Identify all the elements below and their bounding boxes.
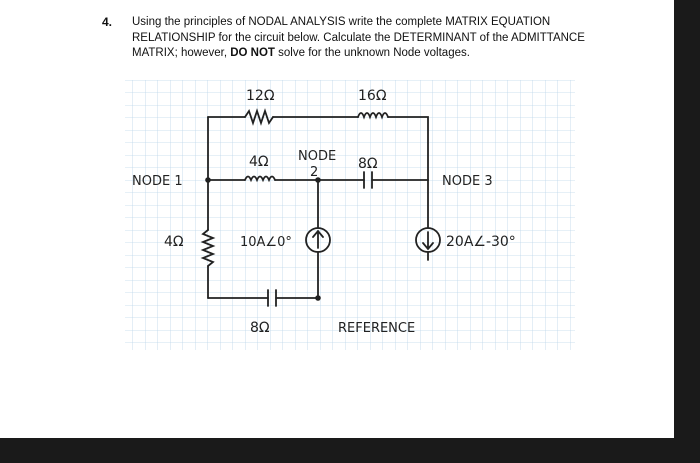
grid-background: [125, 80, 575, 350]
question-text-bold: DO NOT: [230, 47, 275, 60]
current-source-1-circle: [305, 227, 331, 253]
inductor-mid-coil: [244, 175, 276, 183]
label-reference: REFERENCE: [338, 321, 415, 336]
bottom-dark-border: [0, 438, 700, 463]
current-source-1-arrow-up: [312, 229, 324, 249]
resistor-12-zigzag: [244, 108, 274, 126]
label-node2-line1: NODE: [298, 149, 336, 164]
label-node2-line2: 2: [310, 165, 318, 180]
question-text: Using the principles of NODAL ANALYSIS w…: [132, 15, 602, 62]
label-12-ohm: 12Ω: [246, 88, 275, 104]
question-number: 4.: [102, 15, 113, 29]
label-node3: NODE 3: [442, 174, 493, 189]
resistor-left-zigzag: [200, 229, 216, 267]
question-text-part2: solve for the unknown Node voltages.: [274, 47, 470, 60]
current-source-2-arrow-down: [422, 231, 434, 251]
label-source-2: 20A∠-30°: [446, 234, 516, 250]
label-8-ohm-mid: 8Ω: [358, 156, 378, 172]
label-source-1: 10A∠0°: [240, 235, 292, 250]
reference-dot: [315, 295, 321, 301]
inductor-16-coil: [357, 112, 389, 120]
question-text-part1: Using the principles of NODAL ANALYSIS w…: [132, 16, 585, 60]
label-4-ohm-mid: 4Ω: [249, 154, 269, 170]
label-4-ohm-left: 4Ω: [164, 234, 184, 250]
node1-dot: [205, 177, 211, 183]
current-source-2-circle: [415, 227, 441, 253]
label-16-ohm: 16Ω: [358, 88, 387, 104]
right-dark-border: [674, 0, 700, 463]
circuit-figure: 12Ω 16Ω 4Ω NODE 2 8Ω NODE 1 NODE 3 4Ω 10…: [120, 80, 580, 352]
label-8-ohm-bottom: 8Ω: [250, 320, 270, 336]
label-node1: NODE 1: [132, 174, 183, 189]
node2-dot: [315, 177, 321, 183]
circuit-diagram: 12Ω 16Ω 4Ω NODE 2 8Ω NODE 1 NODE 3 4Ω 10…: [125, 80, 575, 350]
wire-top-right: [387, 116, 429, 181]
